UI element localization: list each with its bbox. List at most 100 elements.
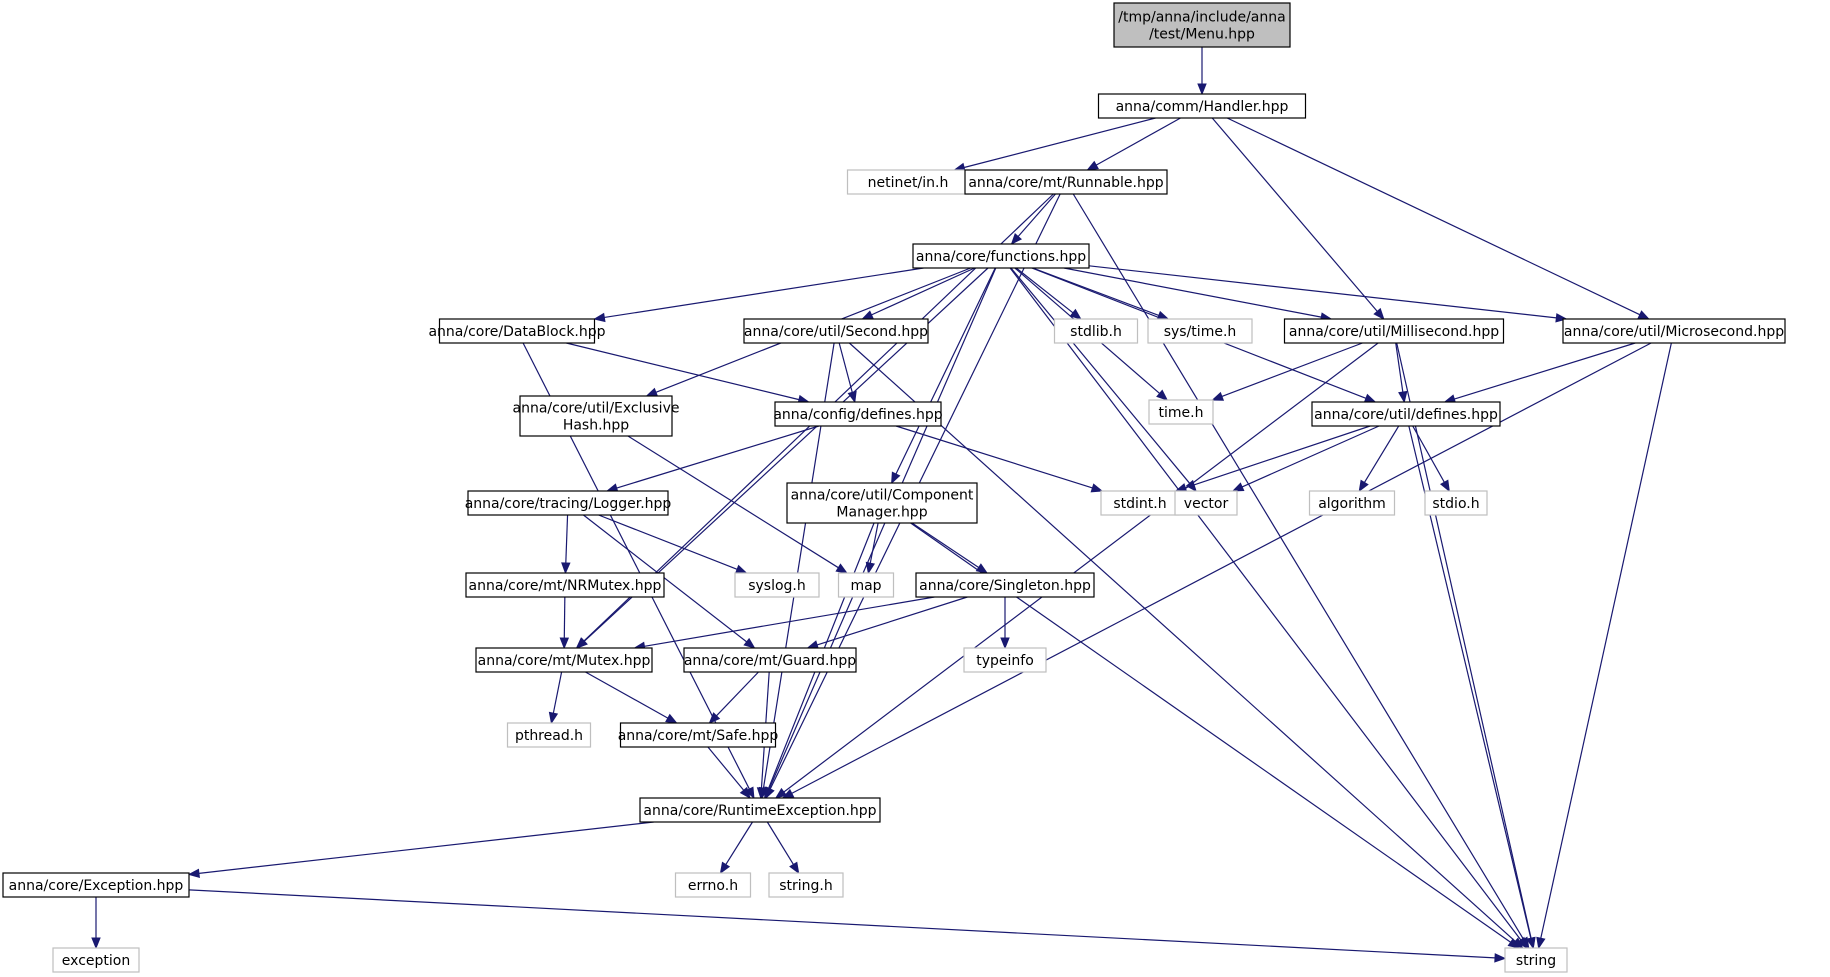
node-box[interactable] [1113,2,1291,48]
node-box[interactable] [837,572,895,598]
node-logger[interactable]: anna/core/tracing/Logger.hpp [465,490,672,516]
node-stdio[interactable]: stdio.h [1424,490,1488,516]
edge-functions-to-systime [1032,267,1170,320]
node-stringh[interactable]: string.h [768,872,844,898]
edge-line [566,342,800,401]
node-box[interactable] [743,318,929,344]
edge-line [188,889,1496,959]
edge-utildefines-to-algorithm [1358,425,1400,493]
node-errno[interactable]: errno.h [674,872,752,898]
node-datablock[interactable]: anna/core/DataBlock.hpp [428,318,606,344]
node-label: /test/Menu.hpp [1149,27,1255,43]
edge-guard-to-safe [708,671,759,724]
node-box[interactable] [734,572,820,598]
node-box[interactable] [467,490,669,516]
node-box[interactable] [846,169,970,195]
edge-arrowhead [719,861,731,875]
node-box[interactable] [1053,318,1139,344]
edge-microsecond-to-string [1536,342,1672,950]
edge-line [1185,425,1371,489]
node-utildefines[interactable]: anna/core/util/defines.hpp [1311,401,1501,427]
node-label: anna/core/RuntimeException.hpp [643,803,876,819]
node-box[interactable] [774,401,942,427]
node-label: anna/core/util/Microsecond.hpp [1564,324,1784,340]
node-typeinfo[interactable]: typeinfo [963,647,1047,673]
node-box[interactable] [963,647,1047,673]
node-singleton[interactable]: anna/core/Singleton.hpp [915,572,1095,598]
node-label: stdint.h [1113,496,1166,512]
node-string[interactable]: string [1504,947,1568,973]
node-functions[interactable]: anna/core/functions.hpp [912,243,1090,269]
node-pthread[interactable]: pthread.h [506,722,592,748]
node-vector[interactable]: vector [1174,490,1238,516]
node-box[interactable] [1283,318,1505,344]
node-box[interactable] [1097,93,1307,119]
node-exception[interactable]: exception [52,947,140,973]
edge-line [911,522,980,568]
node-handler[interactable]: anna/comm/Handler.hpp [1097,93,1307,119]
node-box[interactable] [639,797,881,823]
edge-line [766,821,794,865]
node-microsecond[interactable]: anna/core/util/Microsecond.hpp [1562,318,1786,344]
node-systime[interactable]: sys/time.h [1147,318,1253,344]
node-box[interactable] [674,872,752,898]
node-box[interactable] [438,318,596,344]
node-box[interactable] [768,872,844,898]
node-box[interactable] [619,722,777,748]
node-menu[interactable]: /tmp/anna/include/anna/test/Menu.hpp [1113,2,1291,48]
node-timeh[interactable]: time.h [1148,399,1214,425]
node-exception_hpp[interactable]: anna/core/Exception.hpp [2,872,190,898]
node-box[interactable] [964,169,1168,195]
node-box[interactable] [912,243,1090,269]
node-guard[interactable]: anna/core/mt/Guard.hpp [683,647,857,673]
node-box[interactable] [1424,490,1488,516]
node-box[interactable] [519,395,673,437]
node-safe[interactable]: anna/core/mt/Safe.hpp [618,722,779,748]
node-runtimeexception[interactable]: anna/core/RuntimeException.hpp [639,797,881,823]
node-syslog[interactable]: syslog.h [734,572,820,598]
node-map[interactable]: map [837,572,895,598]
node-box[interactable] [786,482,978,524]
node-box[interactable] [475,647,653,673]
node-box[interactable] [2,872,190,898]
node-stdint[interactable]: stdint.h [1100,490,1180,516]
edge-line [1017,193,1056,237]
node-label: anna/comm/Handler.hpp [1116,99,1289,115]
node-label: map [850,578,881,594]
node-box[interactable] [465,572,665,598]
edge-arrowhead [789,861,800,875]
node-box[interactable] [1562,318,1786,344]
edge-line [563,596,566,639]
edge-line [1396,342,1532,939]
node-stdlib[interactable]: stdlib.h [1053,318,1139,344]
node-label: anna/core/DataBlock.hpp [428,324,605,340]
node-box[interactable] [1311,401,1501,427]
node-algorithm[interactable]: algorithm [1308,490,1396,516]
node-box[interactable] [506,722,592,748]
node-netinet[interactable]: netinet/in.h [846,169,970,195]
node-mutex[interactable]: anna/core/mt/Mutex.hpp [475,647,653,673]
node-configdefines[interactable]: anna/config/defines.hpp [773,401,943,427]
edge-arrowhead [1090,483,1104,493]
edge-safe-to-runtimeexception [707,746,751,800]
node-runnable[interactable]: anna/core/mt/Runnable.hpp [964,169,1168,195]
node-millisecond[interactable]: anna/core/util/Millisecond.hpp [1283,318,1505,344]
node-nrmutex[interactable]: anna/core/mt/NRMutex.hpp [465,572,665,598]
node-box[interactable] [52,947,140,973]
node-second[interactable]: anna/core/util/Second.hpp [743,318,929,344]
node-box[interactable] [1147,318,1253,344]
node-box[interactable] [1504,947,1568,973]
node-box[interactable] [1308,490,1396,516]
edge-arrowhead [1526,936,1536,950]
node-box[interactable] [915,572,1095,598]
edge-line [768,267,997,790]
edge-line [725,821,753,865]
edge-millisecond-to-timeh [1211,342,1363,401]
edge-line [707,746,745,791]
node-box[interactable] [1174,490,1238,516]
node-label: anna/core/util/Second.hpp [744,324,928,340]
node-box[interactable] [683,647,857,673]
node-box[interactable] [1148,399,1214,425]
